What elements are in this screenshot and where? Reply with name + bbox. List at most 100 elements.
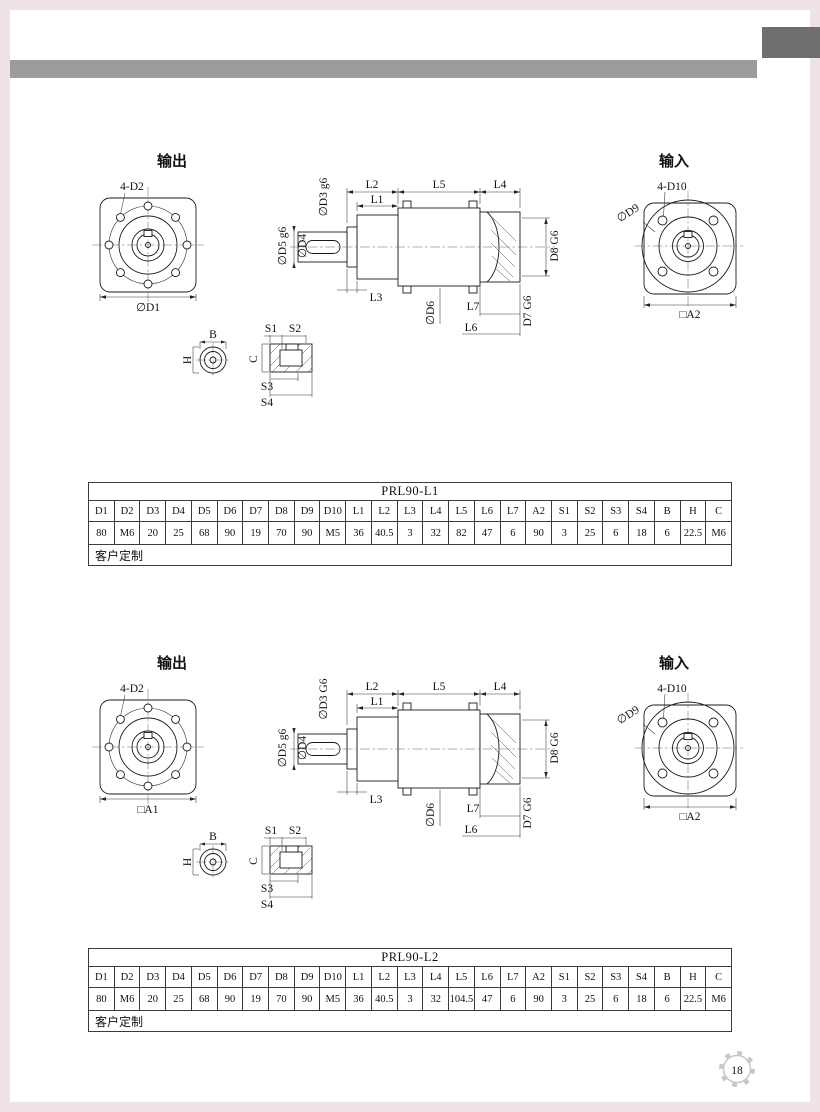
dim-label-c: C — [248, 355, 260, 363]
output-flange-view — [92, 187, 204, 304]
table-footer-note: 客户定制 — [88, 544, 732, 566]
dim-label-s4: S4 — [261, 397, 273, 409]
table-cell: 25 — [165, 987, 192, 1011]
table-cell: 90 — [525, 987, 552, 1011]
table-cell: S2 — [576, 500, 604, 522]
table-cell: D8 — [268, 966, 295, 988]
table-cell: D7 — [242, 966, 270, 988]
keyway-section-view — [261, 837, 313, 899]
table-cell: 6 — [602, 521, 630, 545]
output-view-label: 输出 — [157, 152, 187, 170]
table-cell: L5 — [448, 966, 475, 988]
dim-label-a1: □A1 — [137, 804, 158, 816]
shaft-end-detail-view — [192, 340, 230, 377]
dim-label-h: H — [182, 356, 194, 364]
dim-label-l3: L3 — [370, 292, 383, 304]
table-cell: D3 — [139, 966, 167, 988]
table-cell: M6 — [705, 521, 732, 545]
dim-label-l1: L1 — [371, 194, 384, 206]
table-cell: B — [653, 500, 681, 522]
table-cell: L2 — [370, 500, 398, 522]
input-view-label: 输入 — [659, 654, 689, 672]
table-cell: 6 — [653, 987, 681, 1011]
table-cell: 32 — [422, 987, 450, 1011]
table-cell: L4 — [422, 500, 450, 522]
table-cell: 6 — [499, 521, 527, 545]
dim-label-d6: ∅D6 — [425, 301, 437, 325]
table-cell: D9 — [293, 500, 321, 522]
table-cell: 90 — [216, 987, 244, 1011]
dim-label-l4: L4 — [494, 179, 507, 191]
table-cell: C — [705, 966, 732, 988]
table-cell: L1 — [345, 966, 372, 988]
table-cell: S3 — [602, 500, 630, 522]
table-title: PRL90-L2 — [88, 948, 732, 967]
dim-label-l7: L7 — [467, 803, 480, 815]
table-cell: 90 — [216, 521, 244, 545]
table-cell: 19 — [242, 987, 270, 1011]
table-cell: 80 — [88, 521, 115, 545]
table-cell: 36 — [345, 987, 372, 1011]
table-cell: M5 — [319, 987, 347, 1011]
dim-label-s4: S4 — [261, 899, 273, 911]
table-cell: D1 — [88, 500, 115, 522]
dim-label-l6: L6 — [465, 824, 478, 836]
dim-label-4d2: 4-D2 — [120, 683, 144, 695]
table-cell: 6 — [602, 987, 630, 1011]
table-cell: S4 — [628, 500, 655, 522]
dim-label-l2: L2 — [366, 681, 379, 693]
table-cell: D5 — [190, 966, 218, 988]
input-flange-view — [635, 191, 743, 308]
table-cell: D4 — [165, 500, 192, 522]
table-cell: M5 — [319, 521, 347, 545]
table-cell: 90 — [293, 987, 321, 1011]
table-cell: 3 — [396, 987, 424, 1011]
dim-label-d7: D7 G6 — [522, 797, 534, 828]
dim-label-d1: ∅D1 — [136, 302, 160, 314]
table-cell: M6 — [113, 521, 141, 545]
table-cell: D2 — [113, 500, 141, 522]
input-view-label: 输入 — [659, 152, 689, 170]
table-cell: 3 — [550, 521, 578, 545]
shaft-end-detail-view — [192, 842, 230, 879]
dim-label-d8: D8 G6 — [549, 230, 561, 261]
page-number-gear: 18 — [719, 1051, 755, 1087]
dim-label-b: B — [209, 329, 217, 341]
dim-label-d5: ∅D5 g6 — [277, 729, 289, 768]
dim-label-l6: L6 — [465, 322, 478, 334]
table-cell: H — [679, 500, 707, 522]
dim-label-s1: S1 — [265, 323, 277, 335]
dim-label-s3: S3 — [261, 381, 273, 393]
dim-label-h: H — [182, 858, 194, 866]
table-cell: L6 — [473, 966, 501, 988]
table-cell: D4 — [165, 966, 192, 988]
table-cell: H — [679, 966, 707, 988]
table-cell: D3 — [139, 500, 167, 522]
dim-label-4d10: 4-D10 — [657, 181, 687, 193]
drawing-area-prl90-l1: 输出 输入 4-D2 ∅D1 — [92, 152, 743, 409]
input-flange-view — [635, 693, 743, 810]
table-cell: 70 — [268, 521, 295, 545]
dim-label-l1: L1 — [371, 696, 384, 708]
table-cell: 22.5 — [679, 987, 707, 1011]
table-cell: 90 — [293, 521, 321, 545]
table-cell: D8 — [268, 500, 295, 522]
table-cell: 3 — [396, 521, 424, 545]
table-cell: C — [705, 500, 732, 522]
table-cell: 25 — [576, 521, 604, 545]
dim-label-d9: ∅D9 — [615, 704, 642, 727]
dim-label-l5: L5 — [433, 179, 446, 191]
dim-label-l3: L3 — [370, 794, 383, 806]
table-cell: S1 — [550, 500, 578, 522]
dim-label-4d2: 4-D2 — [120, 181, 144, 193]
table-cell: 40.5 — [370, 521, 398, 545]
table-cell: 68 — [190, 987, 218, 1011]
table-cell: 47 — [473, 521, 501, 545]
table-cell: D9 — [293, 966, 321, 988]
table-cell: 68 — [190, 521, 218, 545]
table-cell: 25 — [576, 987, 604, 1011]
table-cell: D6 — [216, 500, 244, 522]
